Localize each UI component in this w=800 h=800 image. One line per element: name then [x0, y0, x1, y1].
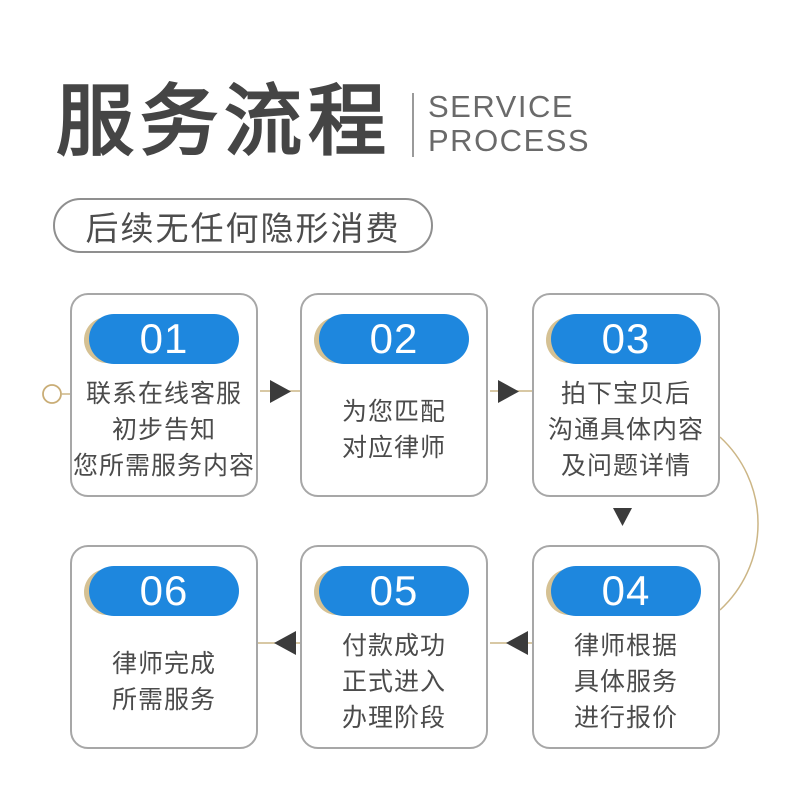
step-number: 04 — [601, 567, 651, 614]
step-02-badge: 02 — [314, 314, 469, 364]
step-03-badge: 03 — [546, 314, 701, 364]
arrow-right-1-2-icon — [270, 380, 291, 403]
step-card-06: 06 律师完成所需服务 — [70, 545, 258, 749]
step-card-03: 03 拍下宝贝后沟通具体内容及问题详情 — [532, 293, 720, 497]
title-english-line2: PROCESS — [428, 123, 591, 158]
badge-pill: 01 — [89, 314, 239, 364]
step-01-description: 联系在线客服初步告知您所需服务内容 — [72, 379, 255, 480]
no-hidden-fee-banner: 后续无任何隐形消费 — [53, 198, 433, 253]
arrow-left-5-6-icon — [274, 631, 296, 655]
title-divider-line — [412, 93, 414, 157]
badge-pill: 03 — [551, 314, 701, 364]
step-04-badge: 04 — [546, 566, 701, 616]
step-card-02: 02 为您匹配对应律师 — [300, 293, 488, 497]
step-number: 06 — [139, 567, 189, 614]
title-english-line1: SERVICE — [428, 89, 575, 124]
page-title-english: SERVICE PROCESS — [428, 90, 590, 158]
step-card-01: 01 联系在线客服初步告知您所需服务内容 — [70, 293, 258, 497]
step-card-04: 04 律师根据具体服务进行报价 — [532, 545, 720, 749]
step-04-description: 律师根据具体服务进行报价 — [573, 631, 678, 732]
step-02-description: 为您匹配对应律师 — [341, 397, 446, 462]
step-number: 02 — [369, 315, 419, 362]
step-06-description: 律师完成所需服务 — [111, 649, 216, 714]
step-05-badge: 05 — [314, 566, 469, 616]
connector-curve-3-4 — [719, 436, 759, 611]
step-number: 05 — [369, 567, 419, 614]
start-node-circle — [42, 384, 62, 404]
page-title: 服务流程 — [56, 77, 393, 165]
arrow-down-3-4-icon — [613, 508, 632, 526]
banner-text: 后续无任何隐形消费 — [85, 209, 401, 247]
arrow-left-4-5-icon — [506, 631, 528, 655]
step-05-description: 付款成功正式进入办理阶段 — [341, 631, 446, 732]
badge-pill: 02 — [319, 314, 469, 364]
arrow-right-2-3-icon — [498, 380, 519, 403]
step-number: 03 — [601, 315, 651, 362]
step-03-description: 拍下宝贝后沟通具体内容及问题详情 — [547, 379, 704, 480]
step-06-badge: 06 — [84, 566, 239, 616]
badge-pill: 05 — [319, 566, 469, 616]
step-number: 01 — [139, 315, 189, 362]
badge-pill: 06 — [89, 566, 239, 616]
step-01-badge: 01 — [84, 314, 239, 364]
step-card-05: 05 付款成功正式进入办理阶段 — [300, 545, 488, 749]
badge-pill: 04 — [551, 566, 701, 616]
